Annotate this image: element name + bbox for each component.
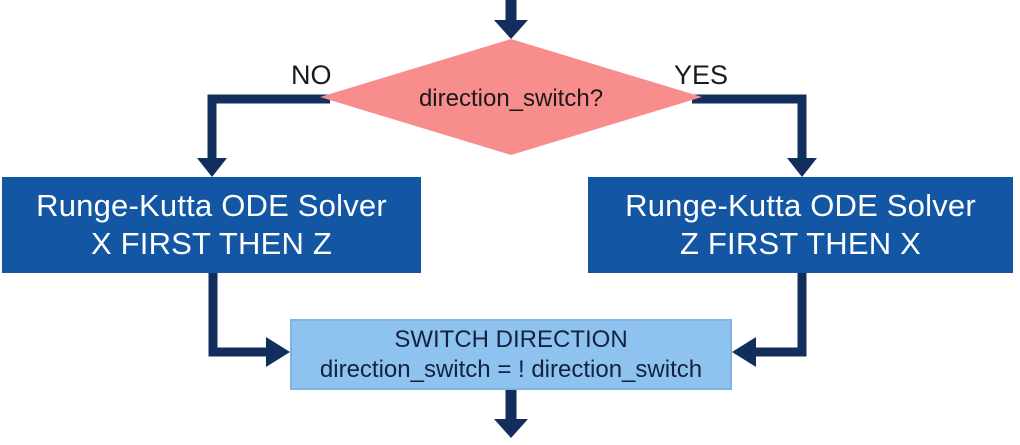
right-merge-connector — [754, 273, 807, 357]
switch-direction-line1: SWITCH DIRECTION — [394, 325, 628, 353]
decision-label: direction_switch? — [418, 85, 604, 112]
flow-in-arrowhead-icon — [494, 20, 528, 39]
solver-box-z-first-line2: Z FIRST THEN X — [679, 226, 922, 261]
yes-branch-arrowhead-icon — [787, 158, 817, 177]
left-merge-connector — [208, 273, 268, 357]
solver-box-z-first-line1: Runge-Kutta ODE Solver — [625, 188, 976, 223]
no-branch-label: NO — [291, 60, 332, 90]
right-merge-arrowhead-icon — [732, 337, 756, 367]
yes-branch-label: YES — [674, 60, 729, 90]
switch-direction-line2: direction_switch = ! direction_switch — [319, 355, 703, 383]
yes-branch-connector — [692, 94, 807, 161]
solver-box-z-first: Runge-Kutta ODE Solver Z FIRST THEN X — [588, 177, 1013, 273]
decision-diamond — [320, 39, 702, 155]
no-branch-arrowhead-icon — [197, 158, 227, 177]
left-merge-arrowhead-icon — [266, 337, 290, 367]
flow-out-arrowhead-icon — [494, 419, 528, 438]
solver-box-x-first-line2: X FIRST THEN Z — [90, 226, 333, 261]
solver-box-x-first-line1: Runge-Kutta ODE Solver — [36, 188, 387, 223]
solver-box-x-first: Runge-Kutta ODE Solver X FIRST THEN Z — [2, 177, 421, 273]
no-branch-connector — [207, 94, 330, 161]
switch-direction-box: SWITCH DIRECTION direction_switch = ! di… — [290, 319, 732, 390]
